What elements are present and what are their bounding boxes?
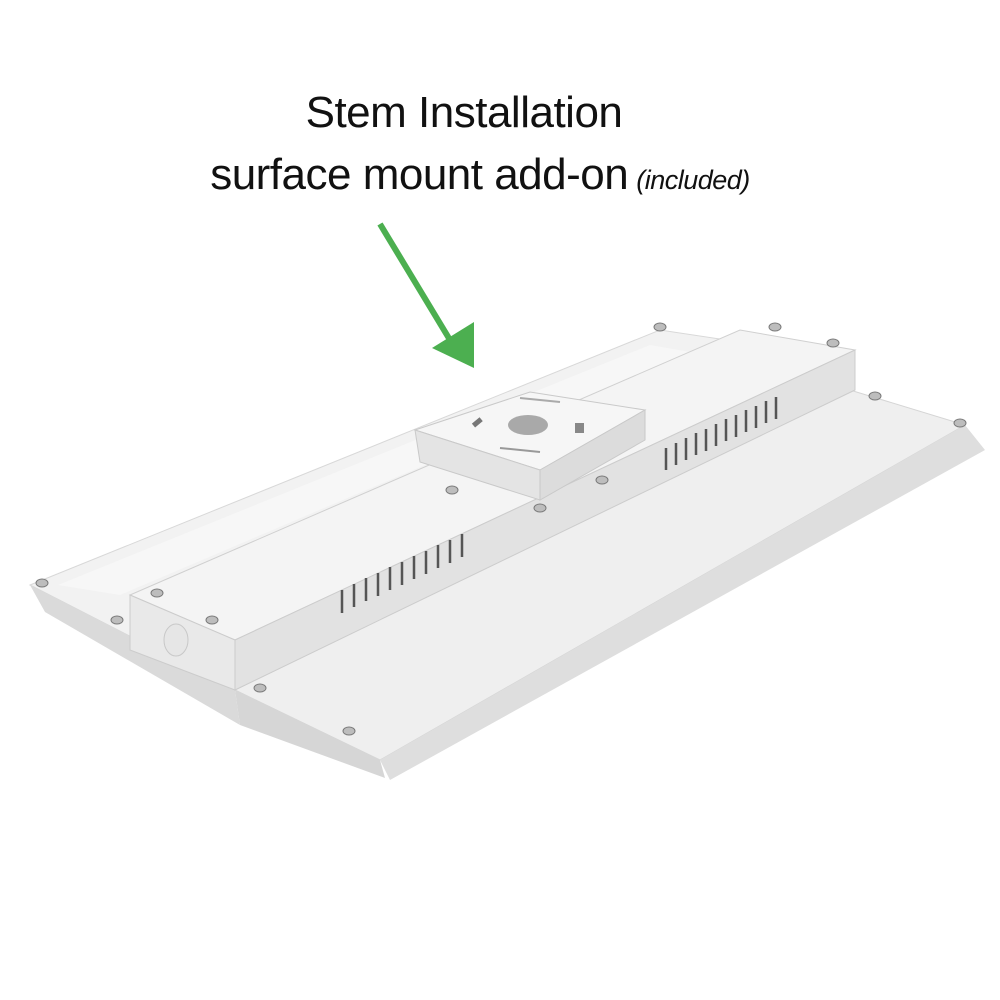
- caption-subtitle: surface mount add-on(included): [0, 150, 980, 200]
- fixture-right-panel: [233, 389, 985, 780]
- surface-mount-bracket: [413, 391, 647, 501]
- caption-title: Stem Installation: [305, 88, 623, 137]
- caption-note: (included): [636, 165, 750, 195]
- caption-subtitle-text: surface mount add-on: [210, 150, 629, 199]
- arrow-down-right-icon: [377, 222, 474, 368]
- screw-icons: [35, 322, 967, 736]
